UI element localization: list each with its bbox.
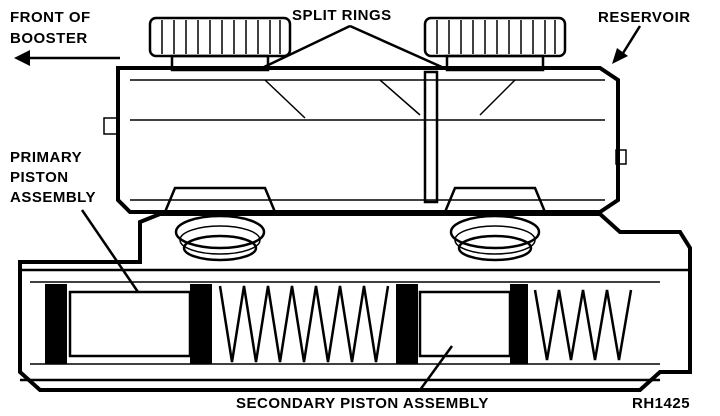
cylinder-body [18,212,692,392]
secondary-piston [396,284,528,364]
reservoir-body [103,66,627,214]
left-reservoir-cap [148,16,292,72]
primary-piston-label-line3: ASSEMBLY [10,189,96,206]
front-of-booster-label-line1: FRONT OF [10,9,91,26]
primary-piston-label-line1: PRIMARY [10,149,82,166]
primary-spring [218,285,390,363]
right-reservoir-cap [423,16,567,72]
figure-code-label: RH1425 [632,395,690,412]
split-rings-label: SPLIT RINGS [292,7,392,24]
front-of-booster-label-line2: BOOSTER [10,30,88,47]
left-grommet [163,186,277,262]
leader-lines [14,24,642,391]
primary-piston [45,284,212,364]
reservoir-label: RESERVOIR [598,9,691,26]
secondary-spring [533,289,633,361]
right-grommet [443,186,547,262]
primary-piston-label-line2: PISTON [10,169,69,186]
secondary-piston-assembly-label: SECONDARY PISTON ASSEMBLY [236,395,489,412]
